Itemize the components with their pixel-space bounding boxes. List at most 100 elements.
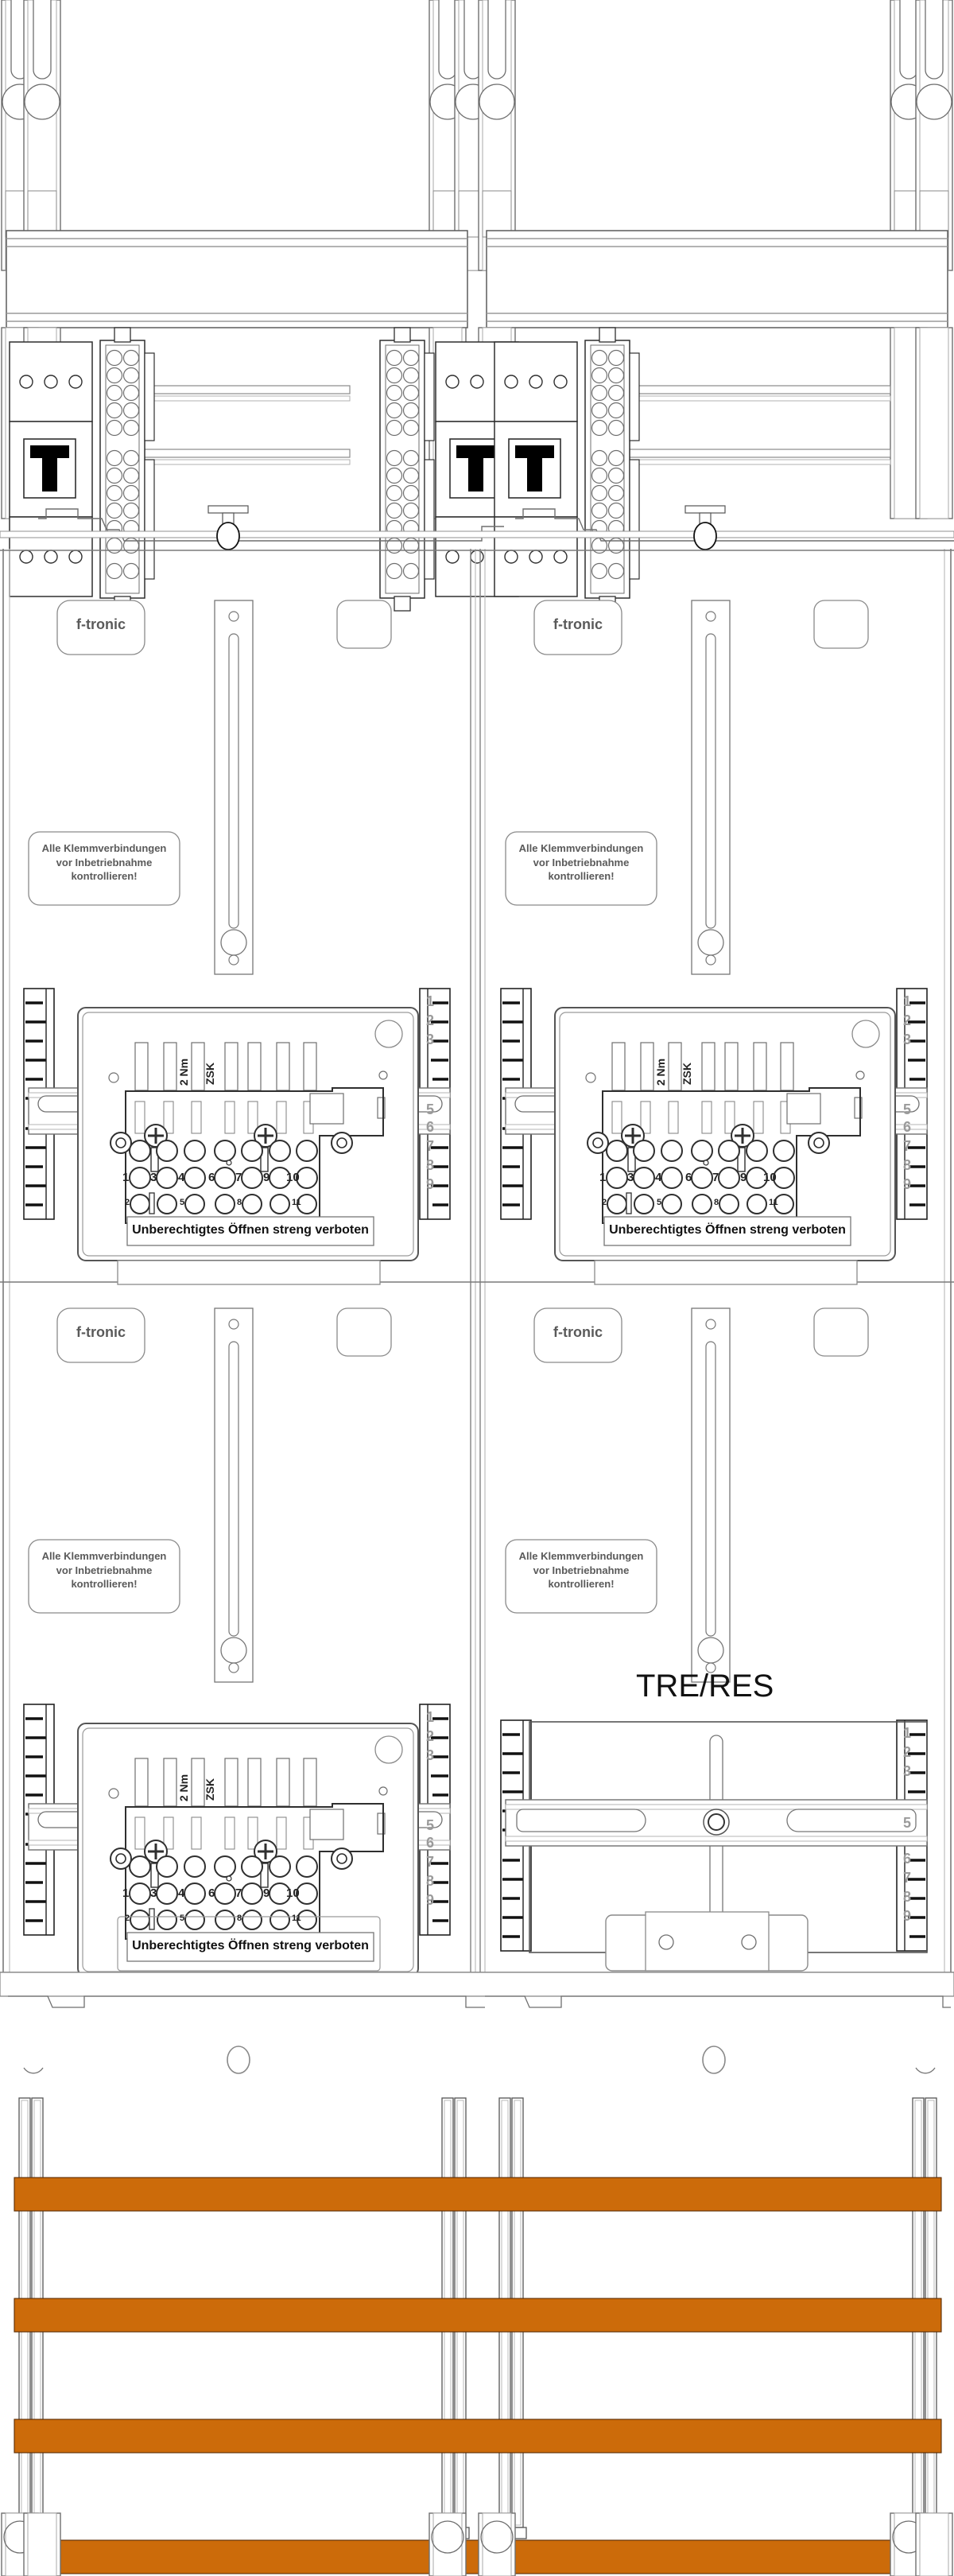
seal-notice-2: Unberechtigtes Öffnen streng verboten (609, 1223, 846, 1237)
terminal-block-3[interactable] (584, 327, 640, 612)
scale-number: 7 (426, 1854, 435, 1870)
scale-number: 1 (426, 1709, 435, 1725)
warning-line-1: Alle Klemmverbindungen (41, 1550, 167, 1562)
scale-number: 9 (426, 1176, 435, 1192)
scale-number: 3 (903, 1763, 912, 1779)
torque-label-2: 2 Nm (654, 1058, 668, 1086)
clamp-left (207, 505, 249, 550)
terminal-number: 1 (122, 1171, 130, 1184)
scale-number: 1 (903, 1725, 912, 1741)
warning-plate-4 (505, 1539, 657, 1614)
terminal-number: 1 (122, 1886, 130, 1900)
terminal-block-2[interactable] (379, 327, 435, 612)
warning-plate-1 (28, 831, 180, 906)
bottom-frame-zone (1, 2512, 953, 2576)
blank-plate-3 (336, 1307, 392, 1357)
sls-box-1[interactable] (22, 987, 452, 1261)
torque-label-1: 2 Nm (177, 1058, 191, 1086)
scale-number: 7 (426, 1138, 435, 1154)
terminal-number: 10 (286, 1171, 300, 1184)
warning-label-1: Alle Klemmverbindungen vor Inbetriebnahm… (30, 841, 178, 884)
warning-plate-3 (28, 1539, 180, 1614)
terminal-number: 5 (180, 1914, 185, 1923)
nh-fuse-zone (0, 327, 954, 612)
sls-box-3[interactable] (22, 1703, 452, 1977)
scale-number: 8 (426, 1157, 435, 1173)
busbar-zone (0, 1972, 954, 2574)
terminal-number: 9 (263, 1886, 270, 1900)
scale-number: 9 (426, 1892, 435, 1908)
scale-number: 6 (426, 1835, 435, 1851)
terminal-number: 2 (125, 1198, 130, 1207)
blank-plate-1 (336, 600, 392, 649)
scale-number: 7 (903, 1870, 912, 1886)
busbar-1 (14, 2177, 942, 2212)
terminal-number: 4 (178, 1886, 185, 1900)
scale-number: 2 (426, 1728, 435, 1744)
terminal-number: 10 (763, 1171, 777, 1184)
warning-line-3: kontrollieren! (71, 870, 138, 883)
terminal-number: 4 (178, 1171, 185, 1184)
warning-label-2: Alle Klemmverbindungen vor Inbetriebnahm… (507, 841, 655, 884)
terminal-number: 7 (235, 1171, 242, 1184)
brand-label-1: f-tronic (76, 616, 126, 632)
din-rail-top-right (486, 230, 948, 328)
terminal-number: 8 (237, 1198, 242, 1207)
terminal-number: 6 (208, 1886, 215, 1900)
seal-plate-3 (126, 1932, 374, 1962)
field-dividers (0, 549, 954, 1973)
scale-number: 9 (903, 1176, 912, 1192)
warning-plate-2 (505, 831, 657, 906)
reserve-rail-box[interactable] (499, 1719, 929, 1972)
warning-line-3: kontrollieren! (71, 1578, 138, 1591)
warning-line-1: Alle Klemmverbindungen (41, 842, 167, 854)
scale-number: 6 (903, 1851, 912, 1867)
terminal-number: 1 (599, 1171, 607, 1184)
scale-number: 1 (426, 993, 435, 1009)
terminal-number: 10 (286, 1886, 300, 1900)
nh-fuse-switch-3[interactable] (494, 341, 578, 597)
warning-line-1: Alle Klemmverbindungen (518, 842, 644, 854)
warning-line-2: vor Inbetriebnahme (533, 856, 630, 868)
terminal-number: 8 (714, 1198, 719, 1207)
terminal-number: 2 (125, 1914, 130, 1923)
blank-plate-4 (813, 1307, 869, 1357)
terminal-block-1[interactable] (99, 327, 155, 612)
terminal-number: 11 (769, 1198, 778, 1207)
warning-line-3: kontrollieren! (548, 870, 615, 883)
scale-number: 7 (903, 1138, 912, 1154)
meter-field-1 (28, 600, 392, 975)
terminal-number: 3 (150, 1171, 157, 1184)
zsk-label-3: ZSK (204, 1778, 216, 1801)
busbars (14, 2177, 942, 2574)
terminal-number: 8 (237, 1914, 242, 1923)
scale-number: 3 (426, 1747, 435, 1763)
terminal-number: 11 (292, 1198, 301, 1207)
zsk-label-1: ZSK (204, 1063, 216, 1085)
reserve-field-4 (505, 1307, 869, 1683)
terminal-number: 3 (627, 1171, 634, 1184)
scale-number: 3 (903, 1032, 912, 1047)
terminal-number: 6 (208, 1171, 215, 1184)
seal-plate-2 (603, 1216, 851, 1246)
sls-box-2[interactable] (499, 987, 929, 1261)
scale-number: 5 (903, 1815, 912, 1831)
scale-number: 5 (426, 1102, 435, 1117)
meter-field-3 (28, 1307, 392, 1683)
scale-number: 8 (903, 1889, 912, 1905)
brand-label-2: f-tronic (553, 616, 603, 632)
warning-line-2: vor Inbetriebnahme (533, 1564, 630, 1576)
warning-line-3: kontrollieren! (548, 1578, 615, 1591)
busbar-4 (14, 2539, 942, 2574)
brand-label-4: f-tronic (553, 1324, 603, 1340)
fuse-zone-carrier (0, 508, 954, 542)
meter-field-2 (505, 600, 869, 975)
busbar-3 (14, 2419, 942, 2454)
warning-line-2: vor Inbetriebnahme (56, 1564, 153, 1576)
nh-fuse-switch-1[interactable] (9, 341, 93, 597)
terminal-number: 11 (292, 1914, 301, 1923)
scale-number: 8 (903, 1157, 912, 1173)
terminal-number: 7 (712, 1171, 719, 1184)
